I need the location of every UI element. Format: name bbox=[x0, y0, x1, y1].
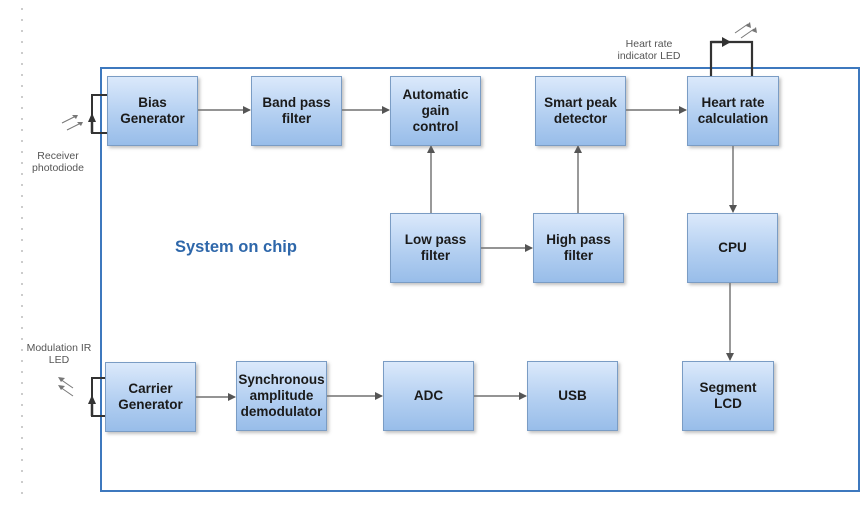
cpu-block: CPU bbox=[687, 213, 778, 283]
photodiode-icon bbox=[61, 94, 107, 134]
segment-lcd-block: Segment LCD bbox=[682, 361, 774, 431]
low-pass-filter-block: Low pass filter bbox=[390, 213, 481, 283]
automatic-gain-control-block: Automatic gain control bbox=[390, 76, 481, 146]
synchronous-amplitude-demodulator-block: Synchronous amplitude demodulator bbox=[236, 361, 327, 431]
ir-led-icon bbox=[58, 377, 106, 417]
band-pass-filter-block: Band pass filter bbox=[251, 76, 342, 146]
high-pass-filter-block: High pass filter bbox=[533, 213, 624, 283]
soc-boundary bbox=[100, 67, 860, 492]
connectors bbox=[196, 106, 737, 401]
heart-rate-calculation-block: Heart rate calculation bbox=[687, 76, 779, 146]
hr-led-label: Heart rate indicator LED bbox=[617, 38, 681, 62]
carrier-generator-block: Carrier Generator bbox=[105, 362, 196, 432]
smart-peak-detector-block: Smart peak detector bbox=[535, 76, 626, 146]
hr-led-icon bbox=[709, 22, 757, 78]
ir-led-label: Modulation IR LED bbox=[26, 342, 92, 366]
adc-block: ADC bbox=[383, 361, 474, 431]
receiver-photodiode-label: Receiver photodiode bbox=[32, 150, 84, 174]
soc-title: System on chip bbox=[175, 238, 297, 256]
bias-generator-block: Bias Generator bbox=[107, 76, 198, 146]
usb-block: USB bbox=[527, 361, 618, 431]
